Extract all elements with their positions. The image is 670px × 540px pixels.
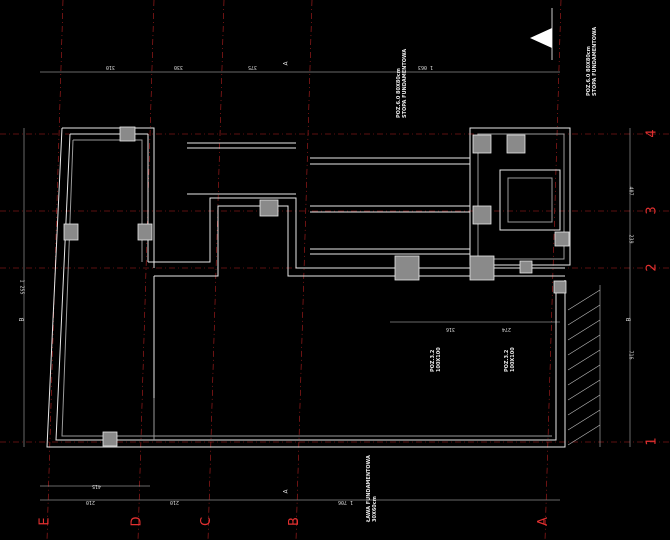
section-marker-bottom: A: [282, 489, 290, 494]
axis-label-b: B: [286, 517, 302, 526]
dim-right-3: 716: [627, 350, 634, 360]
axis-label-a: A: [535, 517, 551, 526]
dim-left: 1 255: [18, 279, 25, 295]
axis-label-e: E: [37, 517, 53, 526]
axis-label-3: 3: [644, 206, 660, 215]
dim-right-2: 239: [627, 234, 634, 244]
axis-label-4: 4: [644, 129, 660, 138]
poz-mid-1: POZ.3.2 100X100: [430, 332, 442, 372]
poz-top-2-desc: STOPA FUNDAMENTOWA: [592, 26, 598, 96]
poz-mid-2-desc: 100X100: [510, 347, 516, 372]
dim-mid-1: 316: [446, 326, 456, 332]
poz-mid-1-desc: 100X100: [436, 347, 442, 372]
lawa-label: ŁAWA FUNDAMENTOWA 30X60cm: [366, 452, 378, 522]
dim-top-2: 330: [174, 64, 184, 70]
section-marker-right: B: [625, 317, 633, 322]
north-arrow-icon: [530, 28, 552, 48]
dim-bottom-3: 1 706: [338, 499, 354, 505]
dim-top-3: 375: [248, 64, 258, 70]
lawa-desc: 30X60cm: [372, 496, 378, 522]
hatched-soil: [567, 285, 601, 447]
axis-label-d: D: [129, 516, 145, 527]
dim-right-1: 407: [627, 186, 634, 196]
dim-bottom-inner: 415: [92, 483, 102, 489]
dim-bottom-2: 210: [170, 499, 180, 505]
dim-top-1: 310: [106, 64, 116, 70]
poz-top-1-desc: STOPA FUNDAMENTOWA: [402, 48, 408, 118]
axis-label-1: 1: [644, 437, 660, 446]
axis-label-c: C: [199, 516, 215, 527]
poz-mid-2: POZ.3.2 100X100: [504, 332, 516, 372]
foundation-walls: [46, 127, 571, 448]
axis-label-2: 2: [644, 263, 660, 272]
section-marker-left: B: [18, 317, 26, 322]
section-marker-top: A: [282, 61, 290, 66]
poz-top-2: POZ.6.0 80X80cm STOPA FUNDAMENTOWA: [586, 26, 598, 96]
dim-top-4: 1 063: [418, 64, 434, 70]
poz-top-1: POZ.6.0 80X80cm STOPA FUNDAMENTOWA: [396, 48, 408, 118]
footings: [63, 126, 570, 447]
dim-bottom-1: 210: [86, 499, 96, 505]
